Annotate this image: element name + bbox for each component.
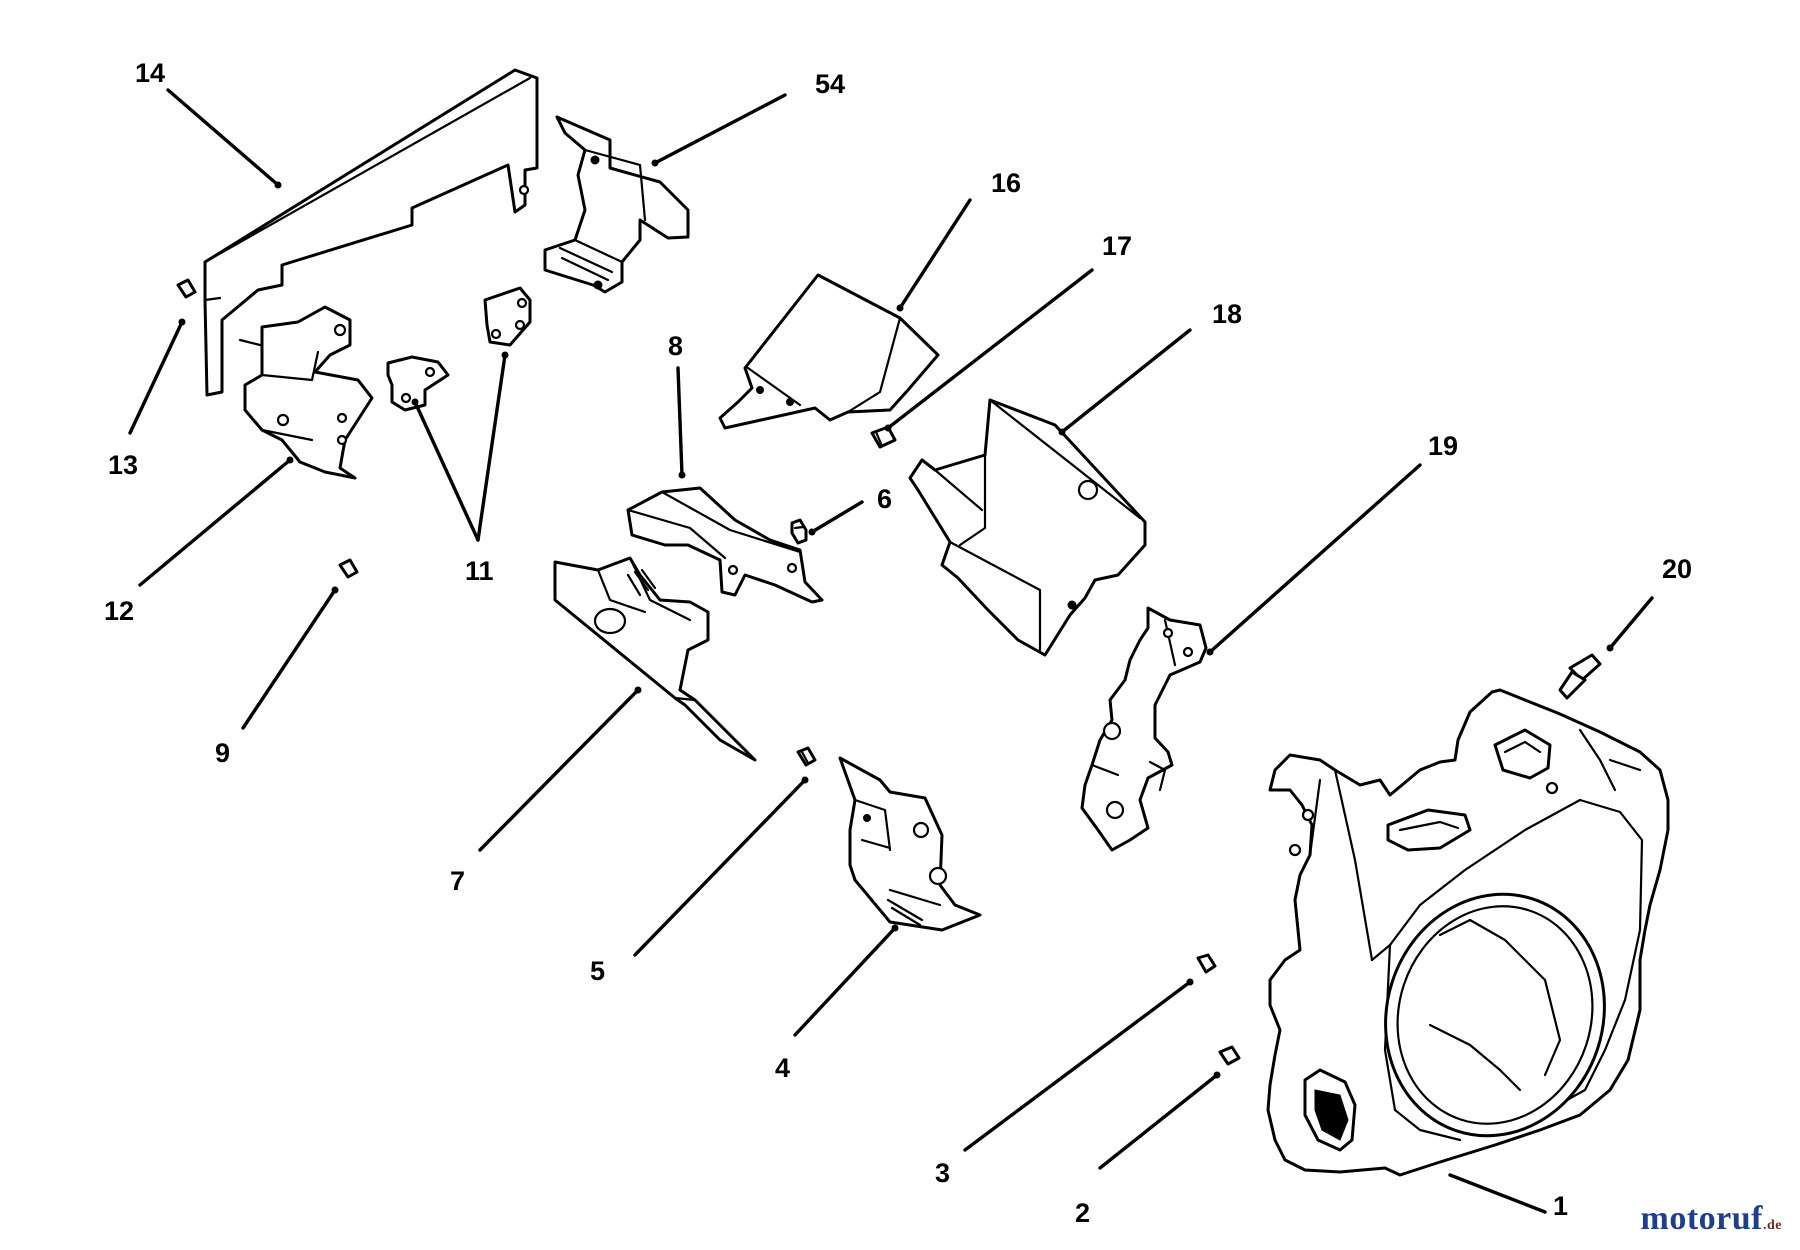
watermark-name: motoruf bbox=[1640, 1200, 1763, 1237]
callout-12: 12 bbox=[104, 596, 134, 626]
callout-17: 17 bbox=[1102, 231, 1132, 261]
part-2-screw bbox=[1218, 1045, 1241, 1066]
callout-labels: 14 54 16 17 18 8 6 13 12 11 9 7 19 20 5 … bbox=[104, 58, 1692, 1228]
part-8-bracket bbox=[626, 486, 824, 604]
callout-19: 19 bbox=[1428, 431, 1458, 461]
part-5-screw bbox=[796, 746, 817, 767]
part-18-baffle bbox=[908, 398, 1147, 657]
part-7-shield bbox=[553, 556, 757, 762]
callout-9: 9 bbox=[215, 738, 230, 768]
callout-5: 5 bbox=[590, 956, 605, 986]
callout-1: 1 bbox=[1553, 1191, 1568, 1221]
callout-11: 11 bbox=[465, 556, 494, 586]
callout-7: 7 bbox=[450, 866, 465, 896]
callout-18: 18 bbox=[1212, 299, 1242, 329]
part-1-blower-housing bbox=[1266, 688, 1670, 1177]
part-14-shroud bbox=[203, 68, 539, 397]
part-16-cover bbox=[718, 273, 940, 430]
part-3-screw bbox=[1196, 953, 1217, 974]
callout-2: 2 bbox=[1075, 1198, 1090, 1228]
callout-6: 6 bbox=[877, 484, 892, 514]
callout-13: 13 bbox=[108, 450, 138, 480]
part-12-bracket bbox=[238, 305, 374, 480]
part-6-screw bbox=[790, 518, 808, 545]
watermark-suffix: .de bbox=[1763, 1218, 1782, 1233]
callout-3: 3 bbox=[935, 1158, 950, 1188]
leader-lines bbox=[128, 88, 1654, 1214]
part-11-plates bbox=[386, 286, 532, 412]
part-17-screw bbox=[870, 425, 897, 449]
part-20-bolt bbox=[1558, 653, 1602, 700]
callout-8: 8 bbox=[668, 331, 683, 361]
part-4-bracket bbox=[838, 756, 982, 932]
callout-4: 4 bbox=[775, 1053, 790, 1083]
watermark-logo: motoruf.de bbox=[1641, 1200, 1782, 1238]
callout-14: 14 bbox=[135, 58, 165, 88]
callout-54: 54 bbox=[815, 69, 845, 99]
part-9-screw bbox=[338, 558, 359, 579]
part-13-screw bbox=[176, 278, 197, 299]
part-54-bracket bbox=[543, 115, 690, 294]
callout-20: 20 bbox=[1662, 554, 1692, 584]
part-19-bracket bbox=[1080, 606, 1208, 852]
callout-16: 16 bbox=[991, 168, 1021, 198]
